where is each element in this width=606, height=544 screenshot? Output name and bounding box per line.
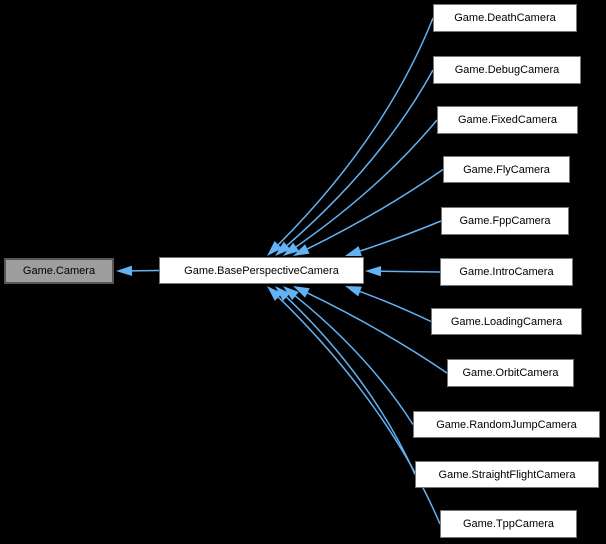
inheritance-arrow-game-loading-camera	[345, 286, 432, 323]
inheritance-arrow-game-random-jump-camera	[283, 286, 414, 425]
class-node-game-base-perspective-camera[interactable]: Game.BasePerspectiveCamera	[159, 257, 364, 284]
inheritance-arrow-game-fly-camera	[293, 168, 444, 256]
class-node-game-fly-camera[interactable]: Game.FlyCamera	[443, 156, 570, 183]
inheritance-arrow-game-tpp-camera	[267, 286, 441, 525]
inheritance-arrow-game-base-perspective-camera	[116, 265, 160, 277]
class-node-game-intro-camera[interactable]: Game.IntroCamera	[440, 258, 573, 286]
class-node-game-tpp-camera[interactable]: Game.TppCamera	[440, 510, 577, 538]
class-node-game-straight-flight-camera[interactable]: Game.StraightFlightCamera	[415, 461, 599, 488]
class-node-game-fpp-camera[interactable]: Game.FppCamera	[441, 207, 569, 235]
class-node-game-orbit-camera[interactable]: Game.OrbitCamera	[447, 359, 574, 387]
class-node-game-camera[interactable]: Game.Camera	[4, 258, 114, 284]
inheritance-arrow-game-fixed-camera	[283, 119, 438, 256]
inheritance-arrow-game-death-camera	[267, 17, 434, 256]
class-node-game-death-camera[interactable]: Game.DeathCamera	[433, 4, 577, 32]
class-node-game-loading-camera[interactable]: Game.LoadingCamera	[431, 308, 582, 335]
inheritance-arrow-game-intro-camera	[365, 266, 441, 277]
inheritance-arrow-game-straight-flight-camera	[275, 286, 416, 475]
inheritance-arrow-game-fpp-camera	[345, 220, 442, 256]
inheritance-arrow-game-debug-camera	[275, 69, 434, 256]
class-node-game-fixed-camera[interactable]: Game.FixedCamera	[437, 106, 578, 134]
class-node-game-random-jump-camera[interactable]: Game.RandomJumpCamera	[413, 411, 600, 438]
inheritance-arrow-game-orbit-camera	[293, 286, 448, 374]
class-node-game-debug-camera[interactable]: Game.DebugCamera	[433, 56, 581, 84]
